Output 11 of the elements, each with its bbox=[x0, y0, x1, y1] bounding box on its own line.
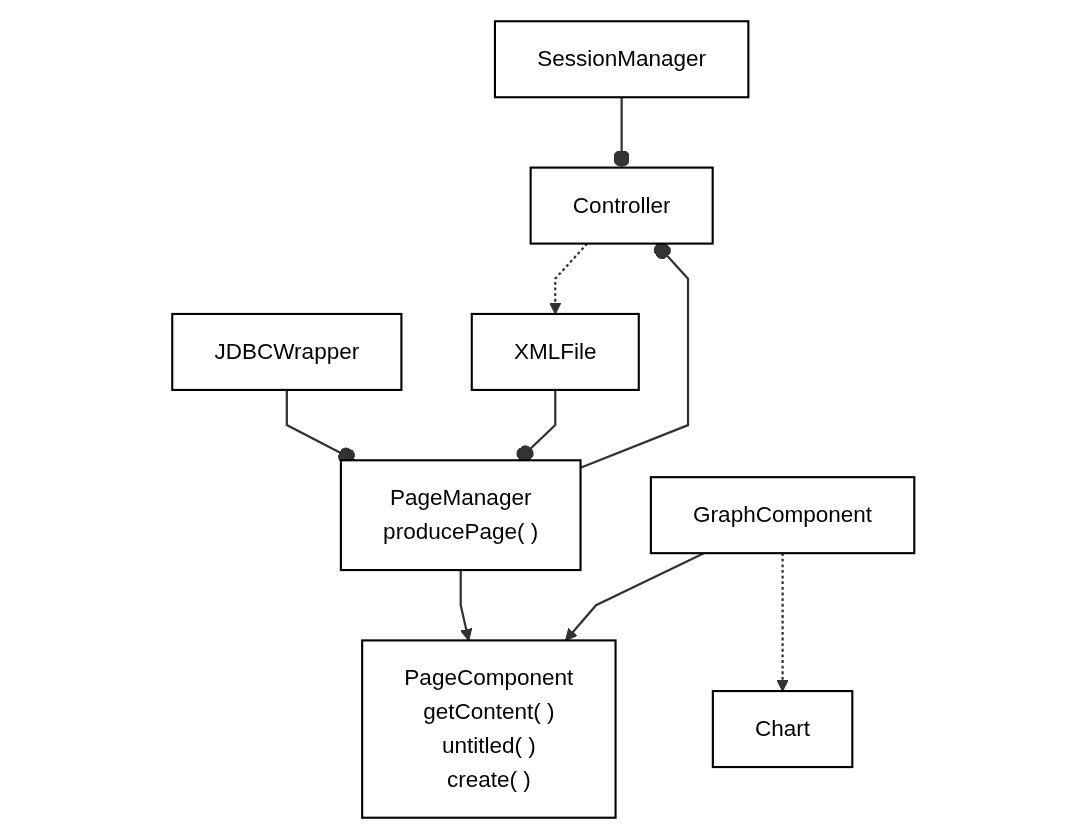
arrow bbox=[459, 570, 473, 641]
node-box: Controller bbox=[529, 166, 714, 245]
node-box: XMLFile bbox=[470, 312, 641, 391]
node-box: SessionManager bbox=[494, 20, 750, 99]
node-box: Chart bbox=[712, 690, 854, 769]
node-box: PageManager producePage( ) bbox=[340, 459, 582, 572]
arrow bbox=[776, 553, 789, 692]
node-box: PageComponent getContent( ) untitled( ) create( ) bbox=[361, 639, 617, 819]
connector bbox=[613, 97, 631, 168]
node-box: GraphComponent bbox=[650, 476, 916, 555]
node-box: JDBCWrapper bbox=[171, 312, 403, 391]
